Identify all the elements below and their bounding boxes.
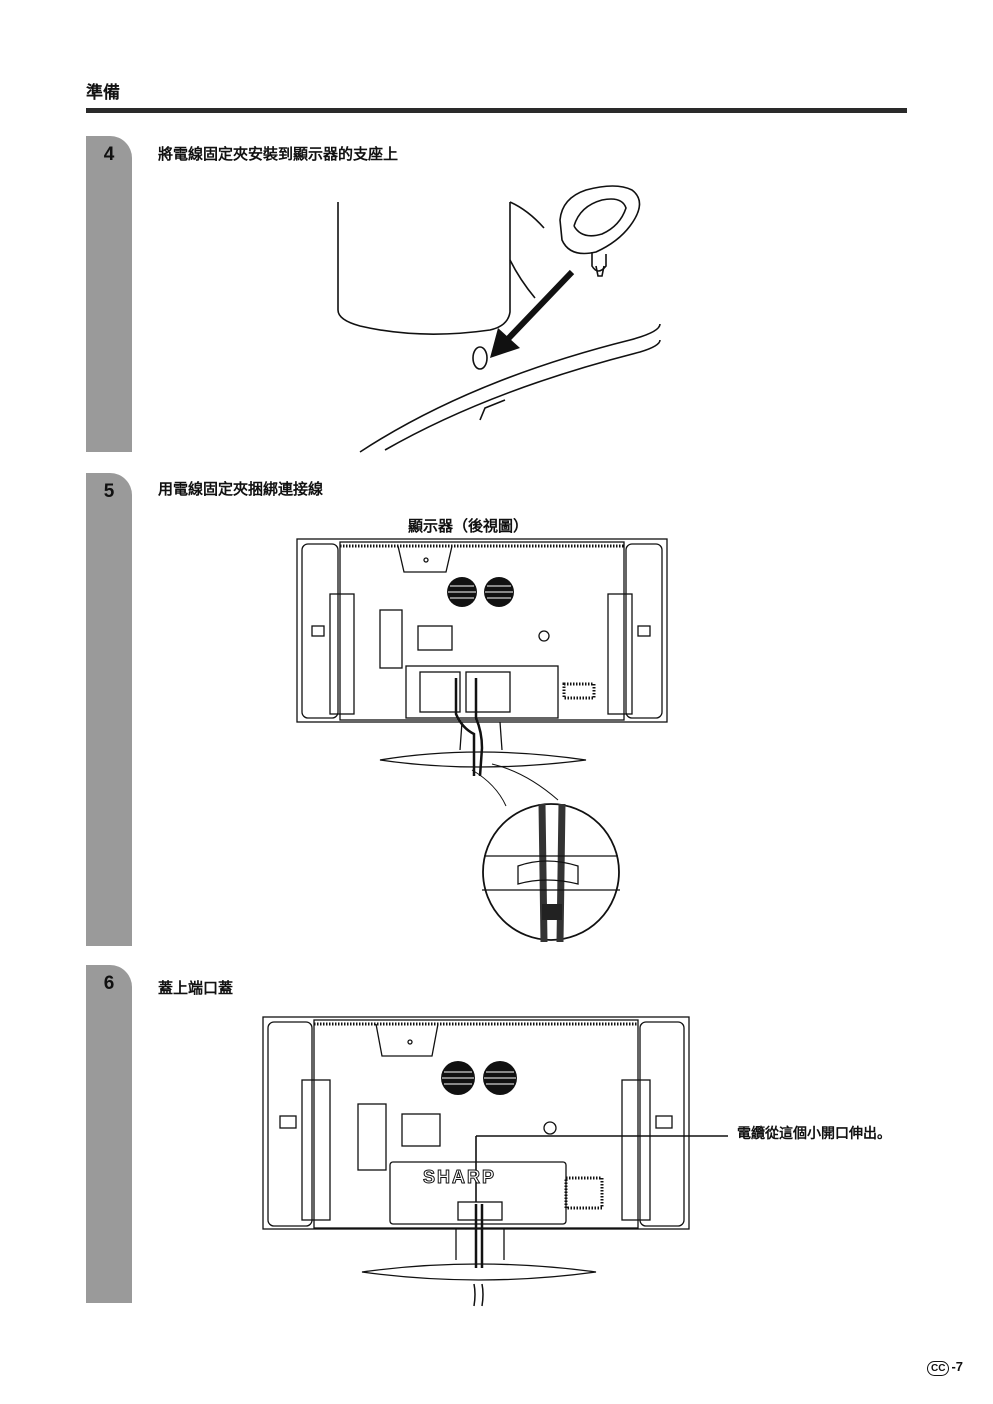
section-header: 準備 — [86, 83, 120, 103]
step-number: 6 — [103, 973, 115, 994]
monitor-rear-view-illustration — [296, 538, 668, 943]
brand-logo: SHARP — [422, 1167, 497, 1188]
step-bar-6: 6 — [86, 965, 132, 1303]
monitor-rear-view-cover-illustration — [262, 1016, 728, 1307]
page-number-value: -7 — [951, 1359, 963, 1374]
figure-label: 顯示器（後視圖） — [408, 517, 529, 535]
callout-text: 電纜從這個小開口伸出。 — [737, 1126, 891, 1142]
step-number: 5 — [103, 481, 115, 502]
clip-attach-illustration — [337, 185, 661, 453]
language-badge: CC — [926, 1361, 950, 1376]
step-title-4: 將電線固定夾安裝到顯示器的支座上 — [158, 145, 399, 163]
page-number: CC-7 — [926, 1359, 963, 1376]
step-title-6: 蓋上端口蓋 — [158, 979, 234, 997]
step-title-5: 用電線固定夾捆綁連接線 — [158, 480, 324, 498]
step-bar-5: 5 — [86, 473, 132, 946]
step-number: 4 — [103, 144, 115, 165]
header-rule — [86, 108, 907, 113]
step-bar-4: 4 — [86, 136, 132, 452]
